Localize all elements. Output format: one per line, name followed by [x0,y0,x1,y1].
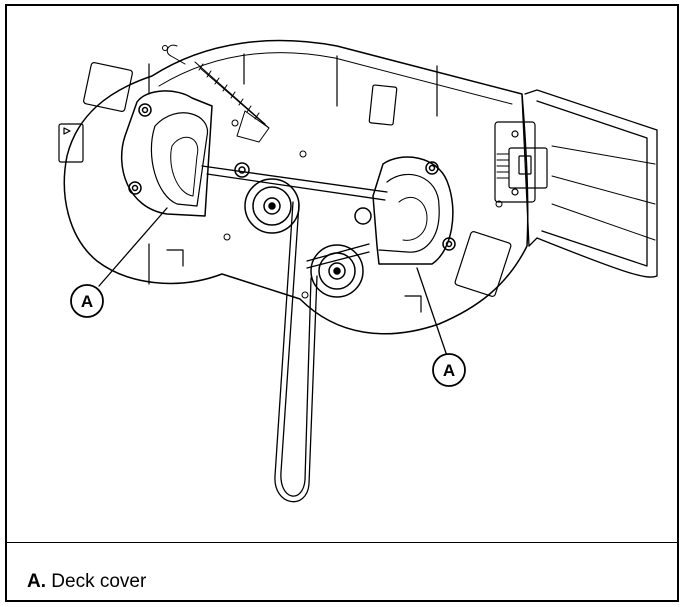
legend-divider [7,542,677,543]
left-spindle-housing [121,90,250,217]
deck-bolts [162,45,503,299]
discharge-chute [521,89,658,278]
deck-rim [158,52,513,105]
drive-belt [201,165,388,503]
callout-leader-right [416,267,448,357]
idler-pulley-upper [244,178,300,234]
figure-frame: A A A. Deck cover [5,4,679,602]
chute-hinge-bracket [494,121,548,203]
right-spindle-housing [354,156,456,265]
idler-pulley-lower [310,244,364,298]
legend-key: A [27,571,41,592]
callout-a-left: A [70,284,104,318]
legend: A. Deck cover [27,571,146,593]
callout-a-right-label: A [443,361,455,380]
deck-decals [58,62,512,297]
callout-a-left-label: A [81,292,93,311]
deck-outline [63,39,529,335]
legend-text: Deck cover [51,571,147,592]
callout-leader-left [98,207,168,287]
deck-reference-marks [148,53,438,313]
legend-key-period: . [40,571,47,592]
mower-deck-diagram: A A [58,39,658,503]
callout-a-right: A [432,353,466,387]
